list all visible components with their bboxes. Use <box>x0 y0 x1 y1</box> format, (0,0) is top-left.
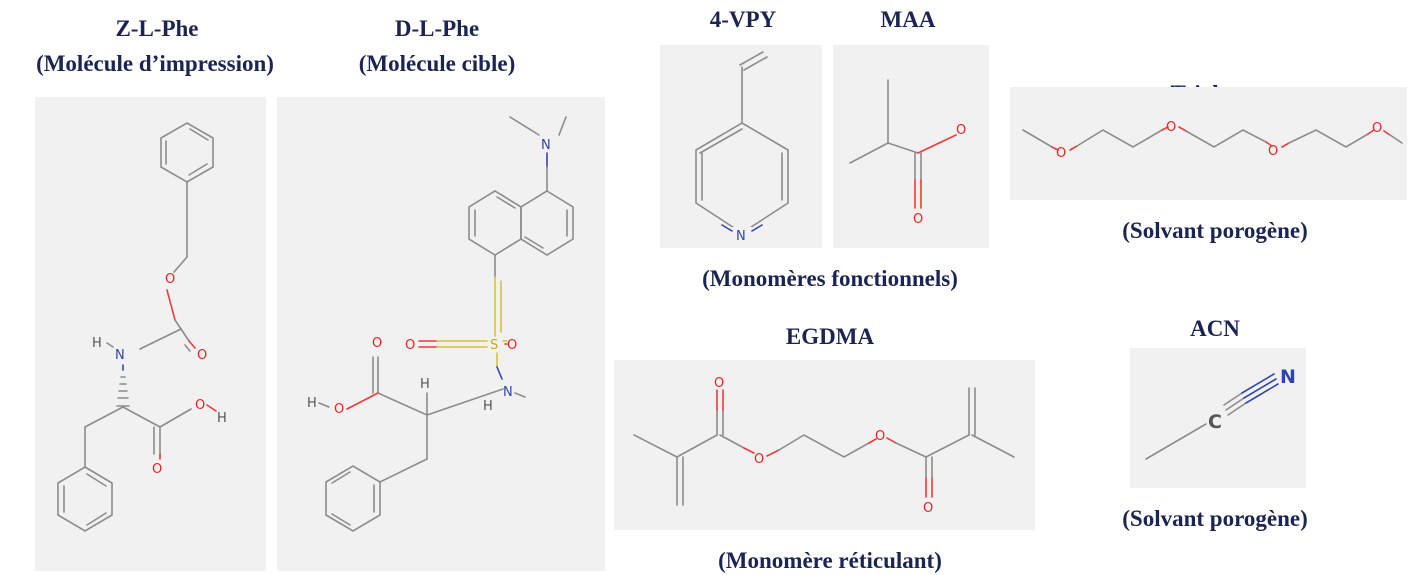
atom-h: H <box>307 396 317 411</box>
atom-h: H <box>420 377 430 392</box>
zlphe-structure: O O N H O H O <box>35 97 266 571</box>
atom-o: O <box>165 272 175 287</box>
atom-s: S <box>490 338 498 353</box>
egdma-name: EGDMA <box>785 324 875 349</box>
triglyme-role: (Solvant porogène) <box>1122 218 1308 243</box>
zlphe-name: Z-L-Phe <box>115 16 199 41</box>
functional-monomers-caption: (Monomères fonctionnels) <box>702 266 958 291</box>
atom-o: O <box>334 402 344 417</box>
atom-n: N <box>115 348 125 363</box>
atom-n: N <box>503 385 513 400</box>
vpy-name: 4-VPY <box>709 7 777 32</box>
egdma-structure: O O O O <box>614 360 1035 530</box>
atom-h: H <box>92 336 102 351</box>
atom-o: O <box>405 338 415 353</box>
dlphe-structure: N S O O N H H O <box>277 97 605 571</box>
atom-o: O <box>714 376 724 391</box>
acn-structure: C N <box>1130 348 1306 488</box>
acn-name: ACN <box>1190 316 1240 341</box>
atom-n: N <box>1280 366 1296 388</box>
atom-n: N <box>736 229 746 244</box>
atom-o: O <box>1166 120 1176 135</box>
atom-o: O <box>372 336 382 351</box>
atom-o: O <box>913 212 923 227</box>
atom-o: O <box>956 123 966 138</box>
triglyme-structure: O O O O <box>1010 87 1407 200</box>
atom-n: N <box>541 138 551 153</box>
dlphe-name: D-L-Phe <box>394 16 480 41</box>
atom-o: O <box>1056 146 1066 161</box>
atom-o: O <box>923 501 933 516</box>
atom-o: O <box>1268 144 1278 159</box>
maa-name: MAA <box>880 7 936 32</box>
egdma-role: (Monomère réticulant) <box>718 548 942 573</box>
atom-o: O <box>507 338 517 353</box>
atom-h: H <box>483 399 493 414</box>
atom-o: O <box>152 462 162 477</box>
atom-c: C <box>1208 411 1222 433</box>
acn-role: (Solvant porogène) <box>1122 506 1308 531</box>
vpy-structure: N <box>660 45 822 248</box>
atom-o: O <box>875 429 885 444</box>
atom-o: O <box>195 398 205 413</box>
zlphe-role: (Molécule d’impression) <box>36 51 274 76</box>
atom-h: H <box>217 411 227 426</box>
atom-o: O <box>197 348 207 363</box>
maa-structure: O O <box>833 45 989 248</box>
atom-o: O <box>754 452 764 467</box>
atom-o: O <box>1372 121 1382 136</box>
dlphe-role: (Molécule cible) <box>358 51 516 76</box>
